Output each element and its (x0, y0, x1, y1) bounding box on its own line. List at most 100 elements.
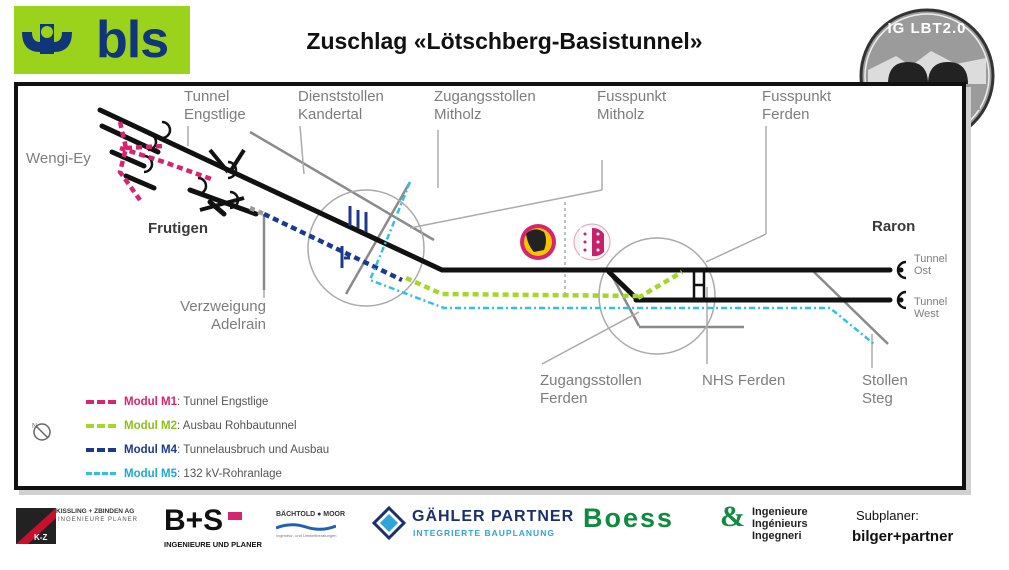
bm-name: BÄCHTOLD ● MOOR (276, 511, 346, 518)
north-arrow-icon: N (32, 423, 51, 441)
label-nhs-ferden: NHS Ferden (702, 372, 786, 389)
track-wengi-3 (123, 173, 157, 191)
gaehler-name: GÄHLER PARTNER (412, 508, 575, 525)
legend-row-m1: Modul M1: Tunnel Engstlige (86, 394, 329, 418)
kz-logo-icon: K-Z (16, 508, 56, 544)
ing-lines: Ingenieure Ingénieurs Ingegneri (752, 506, 808, 542)
legend-module-m5: Modul M5 (124, 468, 178, 480)
m4-route (263, 211, 403, 283)
bls-emblem-icon (22, 24, 72, 54)
label-zugang-mitholz: Zugangsstollen Mitholz (434, 88, 536, 124)
label-stollen-steg: Stollen Steg (862, 372, 908, 407)
ferden-circle (598, 237, 716, 355)
gaehler-sub: INTEGRIERTE BAUPLANUNG (413, 528, 555, 538)
stollen-steg-line (813, 271, 889, 345)
legend-text-m2: : Ausbau Rohbautunnel (177, 420, 297, 432)
mitholz-circle (307, 189, 425, 307)
label-raron: Raron (872, 218, 916, 235)
fusspunkt-mitholz-leader-2 (409, 189, 603, 229)
diagram-frame (14, 82, 966, 490)
label-fusspunkt-mitholz-text: Fusspunkt Mitholz (597, 88, 667, 123)
label-tunnel-west: Tunnel West (914, 296, 948, 320)
portal-engstlige-3 (197, 176, 208, 196)
ing-line-3: Ingegneri (752, 530, 802, 542)
portal-ost-dot (898, 267, 904, 273)
m4-crosscut-2 (340, 246, 350, 268)
ing-line-1: Ingenieure (752, 506, 808, 518)
portal-frutigen (229, 190, 240, 210)
page-title: Zuschlag «Lötschberg-Basistunnel» (306, 28, 703, 54)
bs-accent (228, 512, 242, 520)
fusspunkt-ferden-leader-2 (705, 233, 767, 263)
m2-route (405, 275, 639, 299)
boess-logo: Boess (583, 503, 675, 533)
legend-module-m1: Modul M1 (124, 396, 178, 408)
junction-v-1 (208, 148, 230, 174)
dienststollen-kandertal-line (249, 130, 435, 242)
subplaner-heading: Subplaner: (856, 508, 919, 523)
portal-wengi (161, 120, 172, 140)
m1-route-b (119, 145, 215, 183)
label-dienststollen-text: Dienststollen Kandertal (298, 88, 384, 123)
track-wengi-2 (109, 149, 147, 169)
legend-module-m2: Modul M2 (124, 420, 178, 432)
m4-gray-end (249, 205, 265, 217)
label-fusspunkt-ferden-text: Fusspunkt Ferden (762, 88, 832, 123)
bs-sub: INGENIEURE UND PLANER (164, 540, 262, 549)
bern-emblem-icon (520, 224, 556, 260)
bm-wave-icon (276, 523, 336, 531)
bs-name: B+S (164, 504, 224, 537)
junction-v-3 (199, 196, 245, 212)
gaehler-diamond-icon (372, 506, 406, 540)
m1-route-a (117, 121, 142, 202)
track-frutigen-stub (207, 199, 227, 217)
ing-line-2: Ingénieurs (752, 518, 808, 530)
label-zugang-ferden: Zugangsstollen Ferden (540, 372, 642, 407)
bls-logo: bls (14, 6, 190, 74)
portal-west (896, 290, 907, 310)
seal-title: IG LBT2.0 (887, 20, 967, 37)
label-dienststollen: Dienststollen Kandertal (298, 88, 384, 124)
tunnel-diagram (97, 107, 907, 368)
label-tunnel-engstlige-1: Tunnel (184, 88, 230, 105)
valais-emblem-icon (573, 223, 611, 261)
label-tunnel-engstlige: Tunnel Engstlige (184, 88, 246, 124)
subplaner-name: bilger+partner (852, 528, 954, 545)
label-verzweigung: Verzweigung Adelrain (180, 298, 266, 333)
legend-row-m2: Modul M2: Ausbau Rohbautunnel (86, 418, 329, 442)
label-fusspunkt-mitholz: Fusspunkt Mitholz (597, 88, 666, 124)
portal-engstlige-2 (143, 154, 154, 174)
legend-module-m4: Modul M4 (124, 444, 178, 456)
zugang-ferden-leader (541, 311, 640, 365)
portal-west-dot (898, 297, 904, 303)
label-tunnel-ost: Tunnel Ost (914, 253, 948, 277)
portal-ost (896, 260, 907, 280)
portal-engstlige-4 (227, 160, 238, 180)
m5-route (368, 181, 875, 345)
portal-engstlige-1 (147, 132, 158, 152)
legend-swatch-m4 (86, 447, 116, 452)
bm-sub: Ingenieur- und Umweltberatungen (276, 533, 337, 538)
dienststollen-leader (299, 125, 305, 175)
m4-crosscut-1 (348, 206, 368, 232)
ing-amp-logo: & (720, 500, 745, 533)
kz-badge: K-Z (34, 533, 47, 542)
legend-swatch-m5 (86, 471, 116, 476)
label-wengi-ey: Wengi-Ey (26, 150, 91, 167)
label-frutigen: Frutigen (148, 220, 208, 237)
legend-swatch-m1 (86, 399, 116, 404)
junction-v-2 (228, 148, 246, 174)
label-fusspunkt-ferden: Fusspunkt Ferden (762, 88, 831, 124)
kz-name: KISSLING + ZBINDEN AG (56, 508, 135, 515)
svg-text:N: N (32, 423, 37, 430)
label-zugang-mitholz-text: Zugangsstollen Mitholz (434, 88, 536, 123)
legend-text-m5: : 132 kV-Rohranlage (177, 468, 282, 480)
legend-swatch-m2 (86, 423, 116, 428)
m1-route-c (125, 143, 165, 151)
legend-row-m4: Modul M4: Tunnelausbruch und Ausbau (86, 442, 329, 466)
legend-text-m4: : Tunnelausbruch und Ausbau (177, 444, 330, 456)
label-tunnel-engstlige-2: Engstlige (184, 106, 246, 123)
bls-logo-text: bls (96, 11, 169, 69)
legend: Modul M1: Tunnel Engstlige Modul M2: Aus… (86, 394, 329, 490)
m2-ferden-branch (636, 270, 684, 300)
